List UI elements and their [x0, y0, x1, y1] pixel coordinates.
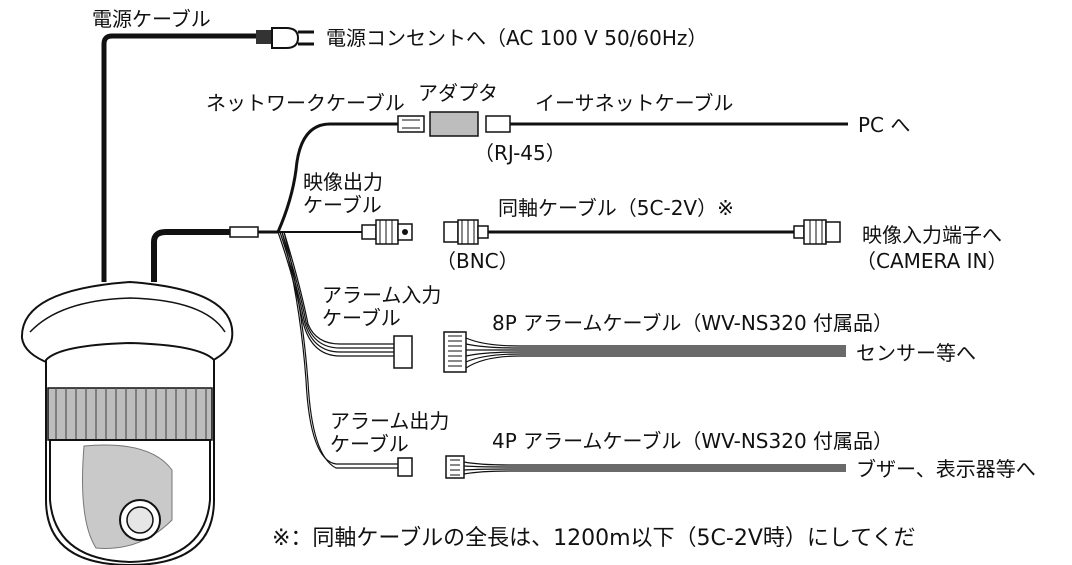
pc-destination-label: PC へ: [858, 113, 910, 137]
coax-cable-label: 同軸ケーブル（5C-2V）※: [498, 196, 734, 220]
camera-illustration: [20, 280, 234, 565]
alarm-4p-label: 4P アラームケーブル（WV-NS320 付属品）: [492, 429, 893, 453]
buzzer-destination-label: ブザー、表示器等へ: [856, 457, 1036, 481]
alarm-output-label-line2: ケーブル: [330, 432, 409, 456]
power-outlet-label: 電源コンセントへ（AC 100 V 50/60Hz）: [326, 26, 707, 50]
camera-pigtail: [151, 226, 278, 282]
alarm-input-cable: [277, 231, 413, 369]
power-cable: [101, 27, 314, 282]
alarm-output-label-line1: アラーム出力: [330, 409, 449, 433]
power-cable-label: 電源ケーブル: [92, 7, 211, 31]
alarm-input-label-line1: アラーム入力: [322, 283, 441, 307]
alarm-4p-cable: [445, 455, 846, 479]
network-cable-label: ネットワークケーブル: [206, 91, 405, 115]
alarm-8p-label: 8P アラームケーブル（WV-NS320 付属品）: [492, 311, 893, 335]
camera-in-destination-line1: 映像入力端子へ: [862, 223, 1002, 247]
rj45-label: （RJ-45）: [474, 141, 566, 165]
ethernet-cable: [485, 115, 848, 133]
adapter: [429, 111, 479, 137]
ethernet-cable-label: イーサネットケーブル: [535, 91, 733, 115]
coaxial-cable: [488, 219, 841, 245]
adapter-label: アダプタ: [418, 81, 498, 105]
bnc-label: （BNC）: [436, 249, 519, 273]
alarm-output-cable: [281, 231, 413, 477]
sensor-destination-label: センサー等へ: [856, 341, 976, 365]
coax-length-footnote: ※：同軸ケーブルの全長は、1200m以下（5C-2V時）にしてくだ: [272, 526, 916, 551]
alarm-8p-cable: [443, 331, 846, 373]
network-cable: [276, 115, 425, 233]
video-cable-label-line1: 映像出力: [303, 170, 383, 194]
alarm-input-label-line2: ケーブル: [322, 306, 401, 330]
bnc-connector: [443, 219, 489, 245]
video-output-cable: [278, 219, 413, 245]
video-cable-label-line2: ケーブル: [303, 193, 382, 217]
camera-in-destination-line2: （CAMERA IN）: [856, 249, 1008, 273]
